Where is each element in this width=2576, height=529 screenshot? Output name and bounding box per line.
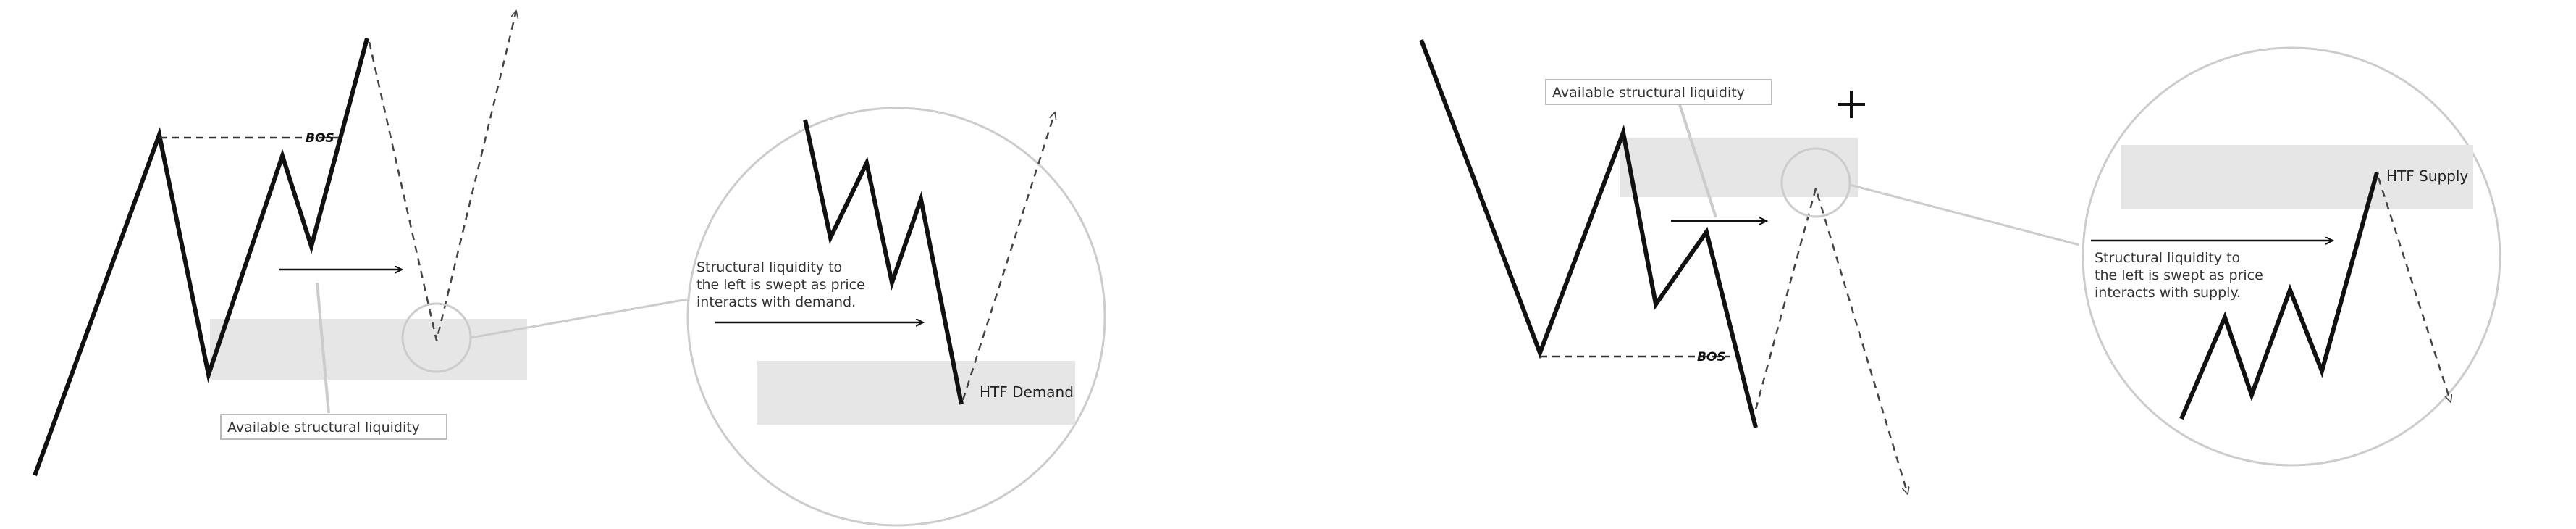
- right-zone-label: HTF Supply: [2386, 167, 2468, 185]
- right-zoom-note-line-3: interacts with supply.: [2095, 285, 2241, 301]
- right-zoom-supply-zone: [2121, 145, 2473, 209]
- crosshair-cursor-icon: [1838, 91, 1865, 118]
- left-projection-path: [368, 11, 516, 341]
- left-zoom-note-line-2: the left is swept as price: [696, 277, 865, 293]
- left-zoom-projection: [961, 112, 1055, 401]
- right-price-path: [1419, 38, 1758, 428]
- left-zoom-note-line-3: interacts with demand.: [696, 294, 856, 310]
- right-projection-path: [1754, 185, 1908, 494]
- right-supply-zone: [1620, 138, 1858, 197]
- right-callout-pointer: [1677, 99, 1717, 218]
- right-callout-text: Available structural liquidity: [1552, 85, 1745, 101]
- left-zone-label: HTF Demand: [980, 383, 1074, 401]
- left-zoom-demand-zone: [757, 361, 1075, 425]
- right-zoom-note-line-1: Structural liquidity to: [2095, 250, 2240, 266]
- right-zoom-price-path: [2179, 172, 2379, 420]
- left-zoom-note: Structural liquidity to the left is swep…: [696, 259, 870, 310]
- right-callout-box: [1545, 79, 1772, 105]
- left-price-path: [33, 38, 369, 477]
- right-sweep-circle: [1780, 147, 1851, 218]
- right-zoom-projection: [2377, 177, 2451, 402]
- left-diagram: BOS Available structural liquidity Struc…: [33, 11, 1106, 527]
- left-callout-box: [220, 414, 447, 440]
- right-bos-label: BOS: [1697, 350, 1726, 365]
- right-zoom-note-line-2: the left is swept as price: [2095, 267, 2263, 283]
- left-zoom-note-line-1: Structural liquidity to: [696, 259, 842, 275]
- left-callout-text: Available structural liquidity: [227, 420, 420, 436]
- right-zoom-note: Structural liquidity to the left is swep…: [2095, 250, 2268, 301]
- left-callout-pointer: [316, 282, 330, 414]
- left-zoom-circle: [686, 107, 1106, 527]
- left-zoom-price-path: [803, 119, 964, 405]
- right-zoom-connector: [1849, 183, 2080, 246]
- left-zoom-connector: [470, 297, 692, 339]
- left-bos-label: BOS: [306, 131, 334, 146]
- left-demand-zone: [210, 319, 527, 380]
- right-diagram: BOS Available structural liquidity Struc…: [1419, 38, 2501, 494]
